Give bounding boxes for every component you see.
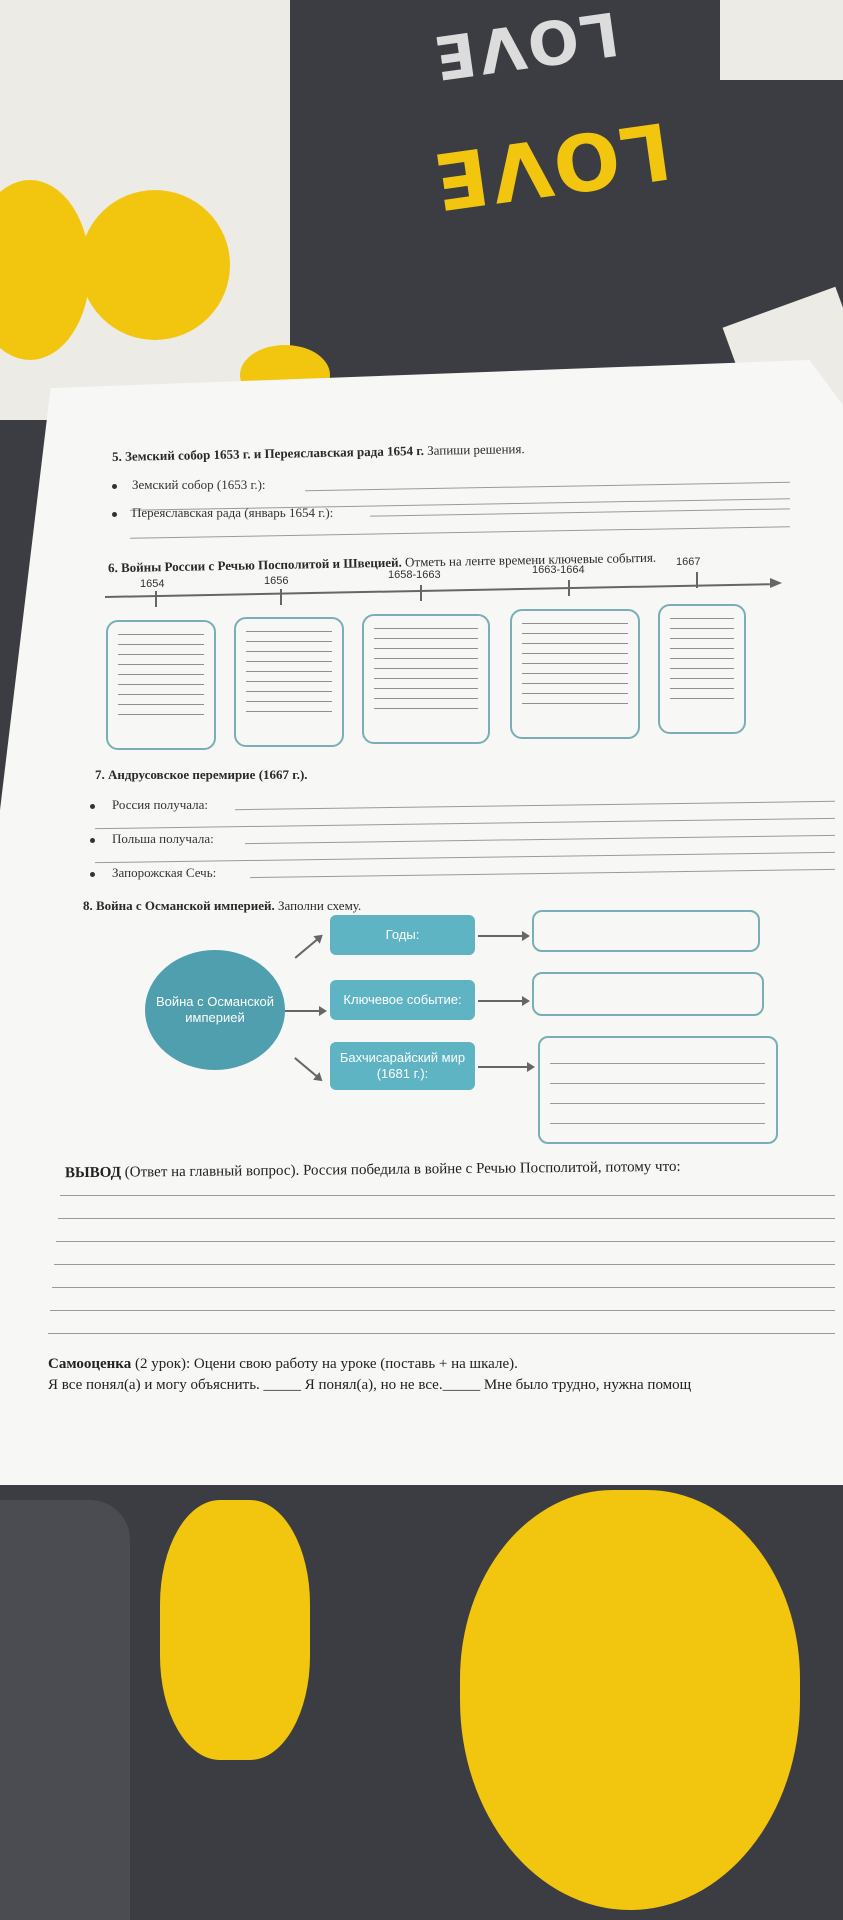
task7-item-poland: Польша получала: xyxy=(112,831,214,846)
bullet xyxy=(90,838,95,843)
conclusion-prompt: ВЫВОД (Ответ на главный вопрос). Россия … xyxy=(64,1158,681,1182)
task8-title: 8. Война с Османской империей. Заполни с… xyxy=(83,898,362,913)
answer-line[interactable] xyxy=(235,800,835,811)
scheme-center-node: Война с Османской империей xyxy=(145,950,285,1070)
timeline-year: 1667 xyxy=(676,556,701,568)
yellow-letter-shape xyxy=(160,1500,310,1760)
timeline-year: 1658-1663 xyxy=(388,569,441,581)
connector xyxy=(285,1007,327,1015)
self-assessment-prompt: Самооценка (2 урок): Оцени свою работу н… xyxy=(48,1356,518,1372)
love-print: LOVE xyxy=(424,103,676,227)
timeline-answer-card[interactable] xyxy=(658,604,746,734)
yellow-drop-shape xyxy=(80,190,230,340)
task5-item-pereyaslav: Переяславская рада (январь 1654 г.): xyxy=(132,505,334,520)
answer-line[interactable] xyxy=(245,834,835,845)
connector-arrow xyxy=(478,932,530,940)
answer-line[interactable] xyxy=(250,868,835,879)
answer-line[interactable] xyxy=(130,526,790,539)
timeline-answer-card[interactable] xyxy=(362,614,490,744)
self-assessment-scale: Я все понял(а) и могу объяснить. _____ Я… xyxy=(48,1377,692,1393)
answer-line[interactable] xyxy=(95,851,835,864)
timeline-tick xyxy=(696,572,698,588)
bullet xyxy=(90,804,95,809)
timeline-answer-card[interactable] xyxy=(106,620,216,750)
bullet xyxy=(112,484,117,489)
timeline-arrowhead xyxy=(770,578,782,588)
white-pattern-patch xyxy=(720,0,843,80)
answer-line[interactable] xyxy=(305,481,790,492)
timeline-tick xyxy=(280,589,282,605)
connector-arrow xyxy=(294,1057,322,1081)
love-print-outline: LOVE xyxy=(426,0,623,93)
answer-line[interactable] xyxy=(95,817,835,830)
timeline-tick xyxy=(155,591,157,607)
answer-line[interactable] xyxy=(58,1218,835,1219)
task5-item-zemsky: Земский собор (1653 г.): xyxy=(132,477,266,492)
timeline-year: 1663-1664 xyxy=(532,564,585,576)
task7-title: 7. Андрусовское перемирие (1667 г.). xyxy=(95,767,308,782)
yellow-drop-shape xyxy=(460,1490,800,1910)
connector-arrow xyxy=(478,1063,535,1071)
answer-line[interactable] xyxy=(52,1287,835,1288)
scheme-box-event: Ключевое событие: xyxy=(330,980,475,1020)
timeline-tick xyxy=(420,585,422,601)
timeline-axis xyxy=(104,583,770,598)
task7-item-sich: Запорожская Сечь: xyxy=(112,865,217,880)
answer-line[interactable] xyxy=(56,1241,835,1242)
scheme-answer-peace[interactable] xyxy=(538,1036,778,1144)
timeline-year: 1654 xyxy=(140,578,165,590)
gray-pattern-patch xyxy=(0,1500,130,1920)
scheme-box-peace: Бахчисарайский мир (1681 г.): xyxy=(330,1042,475,1090)
connector-arrow xyxy=(294,935,322,959)
task7-item-russia: Россия получала: xyxy=(112,797,209,812)
answer-line[interactable] xyxy=(50,1310,835,1311)
bullet xyxy=(90,872,95,877)
scheme-answer-years[interactable] xyxy=(532,910,760,952)
timeline-year: 1656 xyxy=(264,575,289,587)
answer-line[interactable] xyxy=(54,1264,835,1265)
scheme-answer-event[interactable] xyxy=(532,972,764,1016)
timeline-tick xyxy=(568,580,570,596)
bullet xyxy=(112,512,117,517)
answer-line[interactable] xyxy=(370,508,790,517)
scheme-box-years: Годы: xyxy=(330,915,475,955)
answer-line[interactable] xyxy=(48,1333,835,1334)
worksheet-paper: 5. Земский собор 1653 г. и Переяславская… xyxy=(0,360,843,1485)
timeline-answer-card[interactable] xyxy=(234,617,344,747)
answer-line[interactable] xyxy=(60,1195,835,1196)
task5-title: 5. Земский собор 1653 г. и Переяславская… xyxy=(111,441,525,464)
timeline-answer-card[interactable] xyxy=(510,609,640,739)
connector-arrow xyxy=(478,997,530,1005)
